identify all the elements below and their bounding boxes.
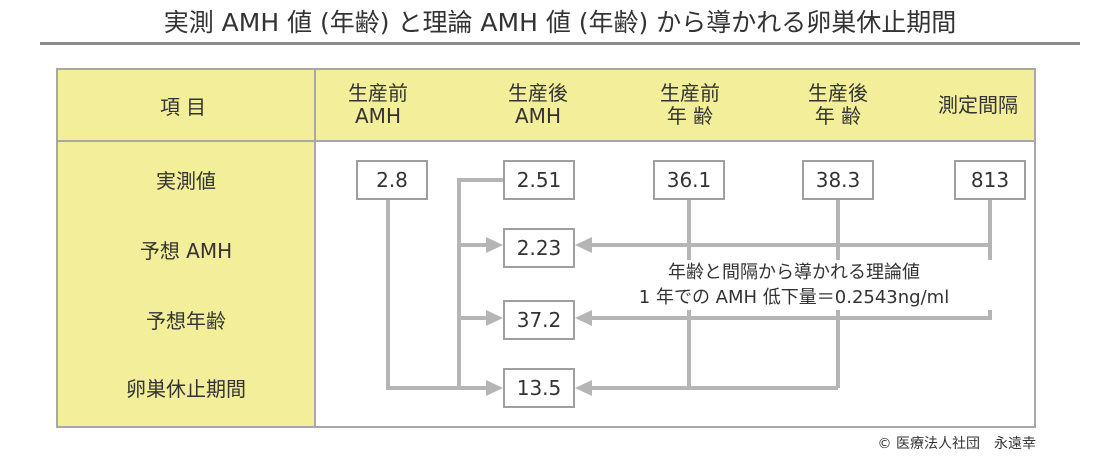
arrowhead-predicted-amh-left bbox=[486, 237, 503, 253]
arrow-pre-amh-to-rest bbox=[386, 200, 486, 390]
column-header-row bbox=[314, 70, 1034, 140]
arrowhead-rest-right bbox=[575, 380, 592, 396]
value-post-amh: 2.51 bbox=[503, 160, 575, 200]
value-predicted-age: 37.2 bbox=[503, 300, 575, 340]
value-predicted-amh: 2.23 bbox=[503, 228, 575, 268]
page-title: 実測 AMH 値 (年齢) と理論 AMH 値 (年齢) から導かれる卵巣休止期… bbox=[163, 8, 957, 37]
arrowhead-predicted-age-right bbox=[575, 310, 592, 326]
row-label-predicted-age: 予想年齢 bbox=[146, 309, 226, 333]
row-header-column bbox=[58, 70, 314, 426]
arrowhead-rest-left bbox=[486, 380, 503, 396]
header-pre-age: 生産前年 齢 bbox=[660, 81, 720, 128]
copyright-text: © 医療法人社団 永遠幸 bbox=[877, 436, 1036, 452]
line-interval bbox=[592, 200, 992, 320]
row-label-rest-period: 卵巣休止期間 bbox=[126, 377, 246, 401]
arrowhead-predicted-age-left bbox=[486, 310, 503, 326]
arrow-post-amh-to-results bbox=[457, 178, 505, 388]
value-pre-age: 36.1 bbox=[653, 160, 725, 200]
value-post-age: 38.3 bbox=[802, 160, 874, 200]
value-rest-period: 13.5 bbox=[503, 368, 575, 408]
value-pre-amh: 2.8 bbox=[356, 160, 428, 200]
header-post-age: 生産後年 齢 bbox=[808, 81, 868, 128]
value-interval: 813 bbox=[954, 160, 1026, 200]
header-interval: 測定間隔 bbox=[938, 92, 1018, 117]
title-underline bbox=[40, 42, 1080, 45]
row-label-measured: 実測値 bbox=[156, 169, 216, 193]
row-label-predicted-amh: 予想 AMH bbox=[139, 239, 233, 263]
header-item: 項目 bbox=[160, 94, 212, 119]
arrowhead-predicted-amh-right bbox=[575, 237, 592, 253]
header-divider bbox=[58, 140, 1034, 142]
column-divider bbox=[314, 70, 316, 426]
